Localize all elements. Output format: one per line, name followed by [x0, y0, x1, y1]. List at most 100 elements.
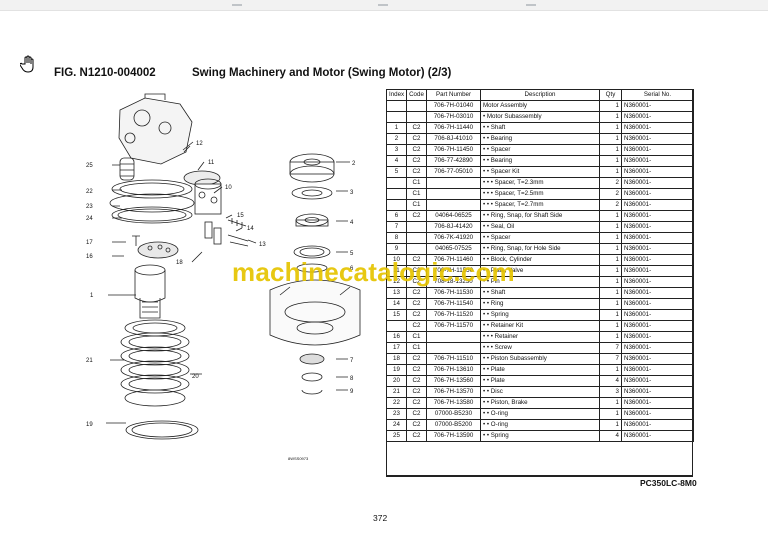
description-cell: • • • Screw	[480, 342, 600, 354]
code-cell: C1	[406, 199, 427, 211]
callout-label: 4	[350, 220, 354, 226]
serial-number-cell: N360001-	[621, 177, 694, 189]
callout-label: 1	[90, 293, 94, 299]
part-number-cell: 04064-06525	[426, 210, 481, 222]
qty-cell: 1	[599, 111, 622, 123]
part-number-cell: 706-7H-11530	[426, 287, 481, 299]
serial-number-cell: N360001-	[621, 408, 694, 420]
description-cell: • • Ring	[480, 298, 600, 310]
serial-number-cell: N360001-	[621, 254, 694, 266]
qty-cell: 1	[599, 276, 622, 288]
code-cell: C2	[406, 408, 427, 420]
part-number-cell: 706-7H-11440	[426, 122, 481, 134]
callout-label: 23	[86, 204, 93, 210]
index-cell	[386, 320, 407, 332]
model-number: PC350LC-8M0	[640, 478, 697, 488]
callout-label: 21	[86, 358, 93, 364]
code-cell: C2	[406, 353, 427, 365]
index-cell: 4	[386, 155, 407, 167]
toolbar-mark	[232, 0, 242, 6]
qty-cell: 1	[599, 144, 622, 156]
code-cell	[406, 243, 427, 255]
code-cell	[406, 221, 427, 233]
qty-cell: 1	[599, 298, 622, 310]
part-number-cell: 706-7H-11510	[426, 353, 481, 365]
serial-number-cell: N360001-	[621, 430, 694, 442]
qty-cell: 1	[599, 320, 622, 332]
qty-cell: 4	[599, 430, 622, 442]
code-cell: C2	[406, 155, 427, 167]
qty-cell: 7	[599, 353, 622, 365]
index-cell	[386, 177, 407, 189]
serial-number-cell: N360001-	[621, 309, 694, 321]
code-cell: C2	[406, 309, 427, 321]
index-cell	[386, 188, 407, 200]
code-cell: C2	[406, 144, 427, 156]
qty-cell: 1	[599, 100, 622, 112]
callout-label: 19	[86, 422, 93, 428]
figure-title: Swing Machinery and Motor (Swing Motor) …	[192, 67, 452, 79]
qty-cell: 1	[599, 364, 622, 376]
callout-label: 18	[176, 260, 183, 266]
callout-label: 15	[237, 213, 244, 219]
part-number-cell: 706-77-42890	[426, 155, 481, 167]
column-header: Description	[480, 89, 600, 101]
callout-label: 25	[86, 163, 93, 169]
code-cell: C2	[406, 364, 427, 376]
code-cell: C2	[406, 298, 427, 310]
serial-number-cell: N360001-	[621, 298, 694, 310]
description-cell: • • Spring	[480, 309, 600, 321]
part-number-cell	[426, 177, 481, 189]
description-cell: • • Piston, Brake	[480, 397, 600, 409]
serial-number-cell: N360001-	[621, 397, 694, 409]
description-cell: • • O-ring	[480, 419, 600, 431]
code-cell: C2	[406, 210, 427, 222]
serial-number-cell: N360001-	[621, 188, 694, 200]
callout-label: 22	[86, 189, 93, 195]
part-number-cell: 706-8J-41010	[426, 133, 481, 145]
callout-label: 9	[350, 389, 354, 395]
table-header-row: Index Code Part Number Description Qty S…	[386, 89, 694, 101]
index-cell: 24	[386, 419, 407, 431]
qty-cell: 1	[599, 166, 622, 178]
description-cell: • • Spacer Kit	[480, 166, 600, 178]
toolbar-mark	[526, 0, 536, 6]
description-cell: • • Disc	[480, 386, 600, 398]
part-number-cell	[426, 342, 481, 354]
callout-label: 17	[86, 240, 93, 246]
code-cell: C1	[406, 177, 427, 189]
index-cell	[386, 111, 407, 123]
description-cell: • • Bearing	[480, 155, 600, 167]
code-cell: C2	[406, 133, 427, 145]
serial-number-cell: N360001-	[621, 276, 694, 288]
callout-label: 8	[350, 376, 354, 382]
index-cell: 7	[386, 221, 407, 233]
code-cell: C2	[406, 122, 427, 134]
serial-number-cell: N360001-	[621, 243, 694, 255]
qty-cell: 1	[599, 155, 622, 167]
serial-number-cell: N360001-	[621, 331, 694, 343]
code-cell: C1	[406, 188, 427, 200]
index-cell: 6	[386, 210, 407, 222]
index-cell: 19	[386, 364, 407, 376]
callout-label: 10	[225, 185, 232, 191]
column-header: Part Number	[426, 89, 481, 101]
code-cell: C1	[406, 331, 427, 343]
qty-cell: 2	[599, 199, 622, 211]
